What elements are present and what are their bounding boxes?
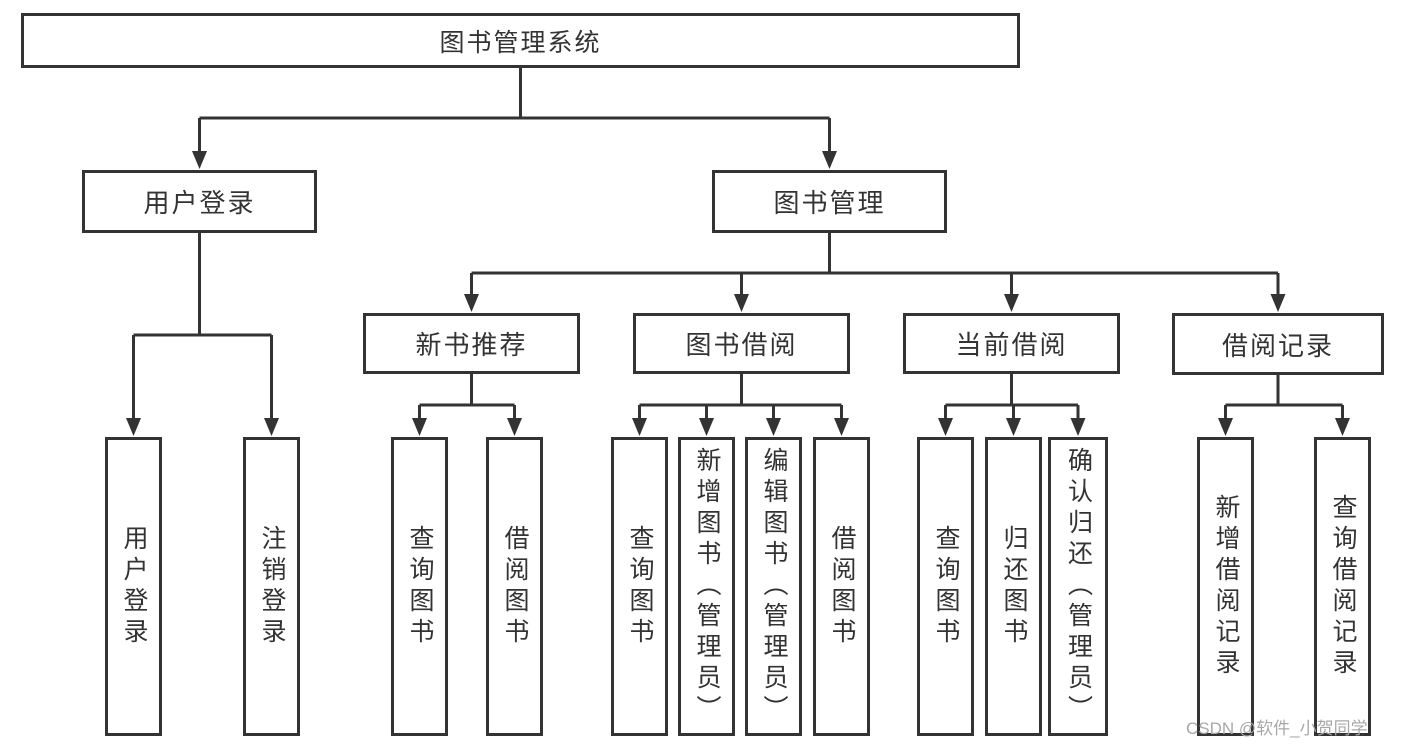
node-book-management: 图书管理 (712, 170, 947, 233)
leaf-records-query-record-label: 查询借阅记录 (1329, 493, 1357, 680)
leaf-newbookrec-query-books: 查询图书 (391, 437, 448, 736)
leaf-currentborrow-return-books: 归还图书 (985, 437, 1042, 736)
leaf-bookborrow-borrow-books: 借阅图书 (813, 437, 870, 736)
node-new-book-recommend: 新书推荐 (363, 313, 580, 374)
leaf-currentborrow-confirm-return-admin-label: 确认归还（管理员） (1064, 447, 1093, 726)
leaf-bookborrow-edit-books-admin: 编辑图书（管理员） (745, 437, 802, 736)
node-new-book-recommend-label: 新书推荐 (415, 330, 528, 360)
leaf-newbookrec-query-books-label: 查询图书 (406, 524, 434, 649)
csdn-watermark: CSDN @软件_小贺同学 (1186, 719, 1368, 738)
node-book-management-label: 图书管理 (773, 188, 886, 218)
leaf-currentborrow-return-books-label: 归还图书 (1000, 524, 1028, 649)
leaf-bookborrow-query-books-label: 查询图书 (626, 524, 654, 649)
leaf-logout-label: 注销登录 (258, 524, 286, 649)
leaf-bookborrow-add-books-admin: 新增图书（管理员） (678, 437, 735, 736)
leaf-user-login-label: 用户登录 (120, 524, 148, 649)
leaf-records-add-record-label: 新增借阅记录 (1212, 493, 1240, 680)
leaf-bookborrow-add-books-admin-label: 新增图书（管理员） (693, 447, 721, 726)
node-library-system-label: 图书管理系统 (439, 28, 602, 57)
node-current-borrow-label: 当前借阅 (955, 330, 1068, 360)
leaf-bookborrow-borrow-books-label: 借阅图书 (828, 524, 856, 649)
node-current-borrow: 当前借阅 (903, 313, 1120, 374)
leaf-newbookrec-borrow-books: 借阅图书 (486, 437, 543, 736)
node-book-borrow: 图书借阅 (633, 313, 850, 374)
leaf-logout: 注销登录 (243, 437, 300, 736)
node-user-login: 用户登录 (82, 170, 317, 233)
node-book-borrow-label: 图书借阅 (685, 330, 798, 360)
leaf-user-login: 用户登录 (105, 437, 162, 736)
leaf-records-add-record: 新增借阅记录 (1197, 437, 1254, 736)
leaf-currentborrow-query-books-label: 查询图书 (932, 524, 960, 649)
leaf-bookborrow-query-books: 查询图书 (611, 437, 668, 736)
leaf-currentborrow-query-books: 查询图书 (917, 437, 974, 736)
node-borrow-records-label: 借阅记录 (1221, 330, 1334, 361)
leaf-records-query-record: 查询借阅记录 (1314, 437, 1371, 736)
leaf-newbookrec-borrow-books-label: 借阅图书 (501, 524, 529, 649)
node-user-login-label: 用户登录 (143, 188, 256, 218)
node-library-system: 图书管理系统 (21, 13, 1020, 68)
leaf-currentborrow-confirm-return-admin: 确认归还（管理员） (1048, 437, 1108, 736)
node-borrow-records: 借阅记录 (1172, 313, 1384, 375)
leaf-bookborrow-edit-books-admin-label: 编辑图书（管理员） (760, 447, 788, 726)
